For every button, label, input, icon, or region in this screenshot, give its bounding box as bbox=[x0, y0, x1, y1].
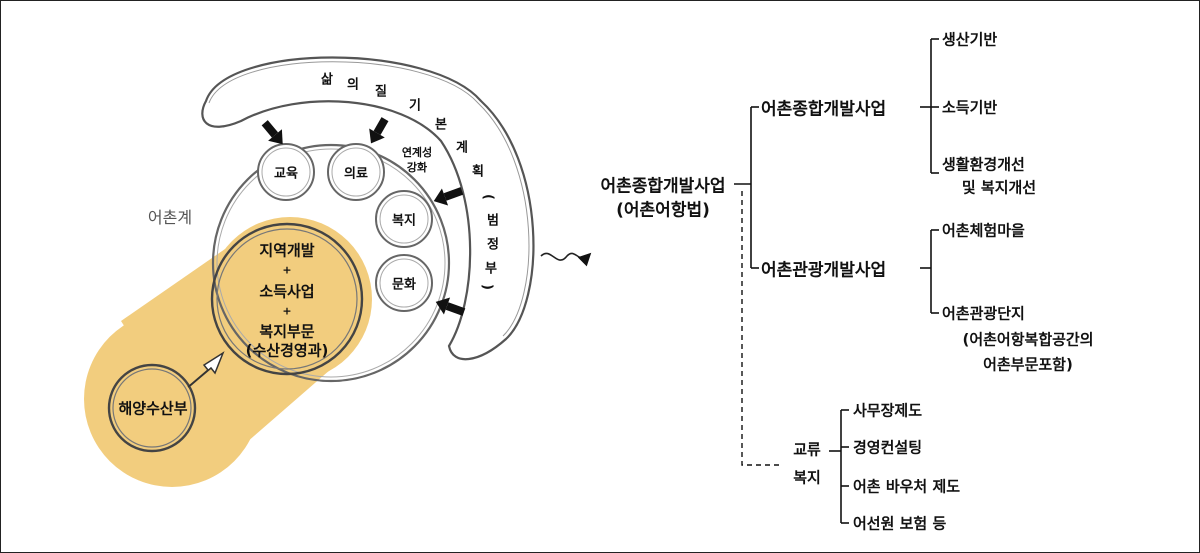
core-line: 소득사업 bbox=[259, 282, 315, 301]
core-line: + bbox=[282, 263, 292, 277]
arc-char: 획 bbox=[472, 164, 484, 180]
core-line: + bbox=[282, 304, 292, 318]
link-label-line1: 연계성 bbox=[401, 146, 433, 159]
arc-char: 정 bbox=[487, 237, 499, 253]
root-label-line2: (어촌어항법) bbox=[616, 200, 710, 221]
ministry-circle bbox=[107, 363, 197, 453]
branch-c-item: 어촌 바우처 제도 bbox=[853, 477, 961, 496]
arc-char: 삶 bbox=[321, 72, 333, 88]
branch-c-item: 사무장제도 bbox=[853, 401, 923, 420]
branch-c-label-line2: 복지 bbox=[793, 468, 821, 487]
branch-a-item: 생산기반 bbox=[942, 30, 998, 49]
branch-c-label-line1: 교류 bbox=[793, 440, 821, 459]
branch-b-item2-line1: 어촌관광단지 bbox=[942, 304, 1025, 323]
arc-char: 부 bbox=[485, 261, 497, 277]
branch-b-label: 어촌관광개발사업 bbox=[761, 260, 887, 281]
circle-welfare bbox=[375, 190, 433, 248]
branch-c-item: 어선원 보험 등 bbox=[853, 514, 947, 533]
link-label-line2: 강화 bbox=[406, 161, 428, 174]
culture-label: 문화 bbox=[392, 277, 416, 293]
welfare-label: 복지 bbox=[392, 213, 416, 229]
branch-b-item1: 어촌체험마을 bbox=[942, 221, 1025, 240]
core-circle bbox=[210, 222, 364, 376]
core-line: 지역개발 bbox=[259, 241, 315, 260]
branch-c-item: 경영컨설팅 bbox=[853, 438, 923, 457]
arc-char: 의 bbox=[347, 77, 359, 93]
branch-b-item2-line3: 어촌부문포함) bbox=[983, 355, 1073, 374]
highlight-blob bbox=[84, 217, 372, 487]
branch-a-item3-line2: 및 복지개선 bbox=[961, 178, 1037, 197]
branch-b-item2-line2: (어촌어항복합공간의 bbox=[962, 330, 1094, 349]
arc-char: 계 bbox=[456, 140, 468, 156]
arc-band bbox=[201, 56, 535, 361]
outer-circle bbox=[211, 143, 451, 383]
arc-char: 질 bbox=[375, 84, 387, 100]
branch-a-item: 소득기반 bbox=[942, 98, 998, 117]
circle-education bbox=[257, 143, 315, 201]
arc-char: 기 bbox=[409, 98, 421, 114]
arc-char: ) bbox=[479, 284, 495, 290]
ministry-label: 해양수산부 bbox=[118, 399, 188, 418]
core-line: (수산경영과) bbox=[245, 341, 329, 360]
arc-char: ( bbox=[480, 194, 496, 200]
medical-label: 의료 bbox=[344, 166, 368, 182]
squiggle-arrow bbox=[540, 252, 592, 267]
branch-a-item3-line1: 생활환경개선 bbox=[942, 155, 1025, 174]
arc-char: 본 bbox=[435, 117, 447, 133]
circle-medical bbox=[327, 143, 385, 201]
outer-circle-label: 어촌계 bbox=[147, 208, 193, 227]
root-label-line1: 어촌종합개발사업 bbox=[600, 176, 726, 197]
hollow-arrow bbox=[187, 351, 225, 388]
core-line: 복지부문 bbox=[259, 322, 315, 341]
education-label: 교육 bbox=[274, 166, 298, 182]
circle-culture bbox=[375, 254, 433, 312]
branch-a-label: 어촌종합개발사업 bbox=[761, 99, 887, 120]
tree-lines bbox=[734, 38, 939, 524]
arc-char: 범 bbox=[487, 213, 499, 229]
bold-arrows bbox=[261, 117, 466, 316]
